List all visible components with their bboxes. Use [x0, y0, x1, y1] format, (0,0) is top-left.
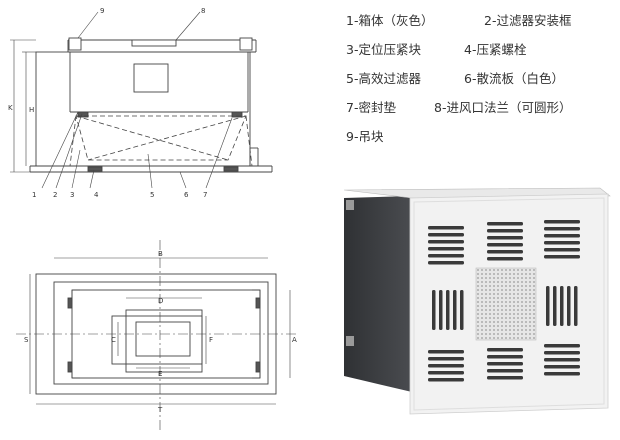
louver-slot — [487, 257, 523, 261]
louver-slot — [487, 243, 523, 247]
louver-slot — [546, 286, 550, 326]
flange-opening — [135, 321, 191, 357]
dimension-f: F — [209, 336, 213, 344]
louver-slot — [428, 254, 464, 258]
louver-slot — [439, 290, 443, 330]
louver-slot — [487, 355, 523, 359]
label-part-1: 1 — [32, 191, 36, 199]
dimension-b: B — [158, 250, 163, 258]
louver-slot — [428, 371, 464, 375]
louver-slot — [428, 364, 464, 368]
louver-slot — [544, 220, 580, 224]
louver-slot — [428, 226, 464, 230]
dimension-d: D — [158, 297, 163, 305]
louver-slot — [428, 350, 464, 354]
legend-item-2: 2-过滤器安装框 — [484, 13, 572, 28]
view-window — [133, 63, 169, 93]
legend-item-1: 1-箱体（灰色） — [346, 13, 434, 28]
side-view-drawing: 9 8 K H 1 2 3 4 5 6 7 — [8, 7, 273, 199]
dimension-a: A — [292, 336, 297, 344]
louver-slot — [487, 348, 523, 352]
legend-item-9: 9-吊块 — [346, 129, 384, 144]
louver-slot — [487, 236, 523, 240]
dimension-t: T — [157, 406, 163, 414]
louver-slot — [460, 290, 464, 330]
legend-row-2: 3-定位压紧块 4-压紧螺栓 — [346, 39, 526, 58]
louver-slot — [567, 286, 571, 326]
legend-item-7: 7-密封垫 — [346, 100, 396, 115]
louver-slot — [544, 358, 580, 362]
louver-slot — [487, 369, 523, 373]
dimension-k: K — [8, 104, 13, 112]
legend-item-4: 4-压紧螺栓 — [464, 42, 527, 57]
legend-item-6: 6-散流板（白色） — [464, 71, 564, 86]
louver-slot — [544, 365, 580, 369]
louver-slot — [428, 378, 464, 382]
louver-slot — [428, 240, 464, 244]
louver-slot — [487, 229, 523, 233]
label-part-2: 2 — [53, 191, 57, 199]
dimension-e: E — [158, 370, 162, 378]
louver-slot — [487, 222, 523, 226]
legend-row-1: 1-箱体（灰色） 2-过滤器安装框 — [346, 10, 571, 29]
louver-slots — [428, 220, 580, 382]
perforated-center — [475, 267, 537, 341]
label-part-5: 5 — [150, 191, 154, 199]
louver-slot — [428, 247, 464, 251]
louver-slot — [544, 255, 580, 259]
hanging-block-left — [68, 37, 82, 51]
top-view-drawing: B D S C F A E T — [16, 240, 297, 430]
hanging-block-right — [239, 37, 253, 51]
inlet-flange — [131, 39, 177, 47]
label-part-6: 6 — [184, 191, 189, 199]
louver-slot — [544, 351, 580, 355]
dimension-s: S — [24, 336, 29, 344]
louver-slot — [544, 241, 580, 245]
dimension-h: H — [29, 106, 34, 114]
louver-slot — [544, 227, 580, 231]
label-part-8: 8 — [201, 7, 205, 15]
louver-slot — [432, 290, 436, 330]
louver-slot — [446, 290, 450, 330]
louver-slot — [544, 234, 580, 238]
louver-slot — [487, 250, 523, 254]
label-part-4: 4 — [94, 191, 99, 199]
legend-item-8: 8-进风口法兰（可圆形） — [434, 100, 572, 115]
louver-slot — [574, 286, 578, 326]
louver-slot — [544, 248, 580, 252]
louver-slot — [428, 357, 464, 361]
louver-slot — [487, 362, 523, 366]
product-photo — [343, 187, 611, 415]
louver-slot — [453, 290, 457, 330]
label-part-9: 9 — [100, 7, 104, 15]
box-body-outline — [35, 51, 251, 167]
louver-slot — [544, 372, 580, 376]
label-part-3: 3 — [70, 191, 74, 199]
dimension-c: C — [111, 336, 116, 344]
louver-slot — [487, 376, 523, 380]
louver-slot — [560, 286, 564, 326]
legend-item-5: 5-高效过滤器 — [346, 71, 421, 86]
legend-row-4: 7-密封垫 8-进风口法兰（可圆形） — [346, 97, 571, 116]
filter-outline — [75, 115, 247, 161]
legend-item-3: 3-定位压紧块 — [346, 42, 421, 57]
box-side — [344, 196, 412, 392]
louver-slot — [544, 344, 580, 348]
legend-row-5: 9-吊块 — [346, 126, 383, 145]
louver-slot — [553, 286, 557, 326]
legend-row-3: 5-高效过滤器 6-散流板（白色） — [346, 68, 564, 87]
louver-slot — [428, 261, 464, 265]
louver-slot — [428, 233, 464, 237]
label-part-7: 7 — [203, 191, 207, 199]
